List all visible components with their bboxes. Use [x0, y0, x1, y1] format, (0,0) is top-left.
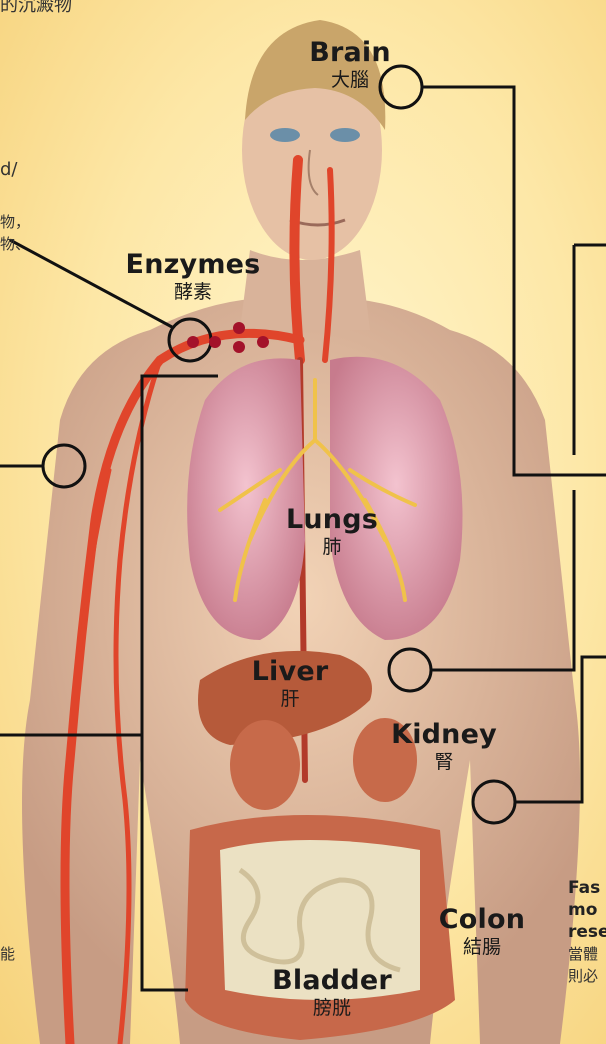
- label-enzymes: Enzymes 酵素: [118, 250, 268, 303]
- liver-label-en: Liver: [240, 657, 340, 687]
- cut-text-right-2: mo: [568, 900, 597, 920]
- label-bladder: Bladder 膀胱: [262, 966, 402, 1019]
- cut-text-left-mid3: 物、: [0, 234, 30, 254]
- label-liver: Liver 肝: [240, 657, 340, 710]
- cut-text-left-top: 的沉澱物: [0, 0, 72, 16]
- cut-text-right-4: 當體: [568, 944, 598, 964]
- colon-label-zh: 結腸: [432, 937, 532, 958]
- liver-label-zh: 肝: [240, 689, 340, 710]
- cut-text-left-bottom: 能: [0, 944, 15, 964]
- lungs-label-en: Lungs: [272, 505, 392, 535]
- cut-text-right-1: Fas: [568, 878, 600, 898]
- label-lungs: Lungs 肺: [272, 505, 392, 558]
- brain-label-zh: 大腦: [300, 70, 400, 91]
- brain-label-en: Brain: [300, 38, 400, 68]
- bladder-label-zh: 膀胱: [262, 998, 402, 1019]
- kidney-label-en: Kidney: [384, 720, 504, 750]
- enzymes-label-en: Enzymes: [118, 250, 268, 280]
- bladder-label-en: Bladder: [262, 966, 402, 996]
- cut-text-left-mid1: d/: [0, 160, 18, 180]
- label-colon: Colon 結腸: [432, 905, 532, 958]
- colon-label-en: Colon: [432, 905, 532, 935]
- kidney-label-zh: 腎: [384, 752, 504, 773]
- enzymes-label-zh: 酵素: [118, 282, 268, 303]
- lungs-label-zh: 肺: [272, 537, 392, 558]
- label-brain: Brain 大腦: [300, 38, 400, 91]
- label-kidney: Kidney 腎: [384, 720, 504, 773]
- cut-text-left-mid2: 物，: [0, 212, 30, 232]
- cut-text-right-5: 則必: [568, 966, 598, 986]
- cut-text-right-3: rese: [568, 922, 606, 942]
